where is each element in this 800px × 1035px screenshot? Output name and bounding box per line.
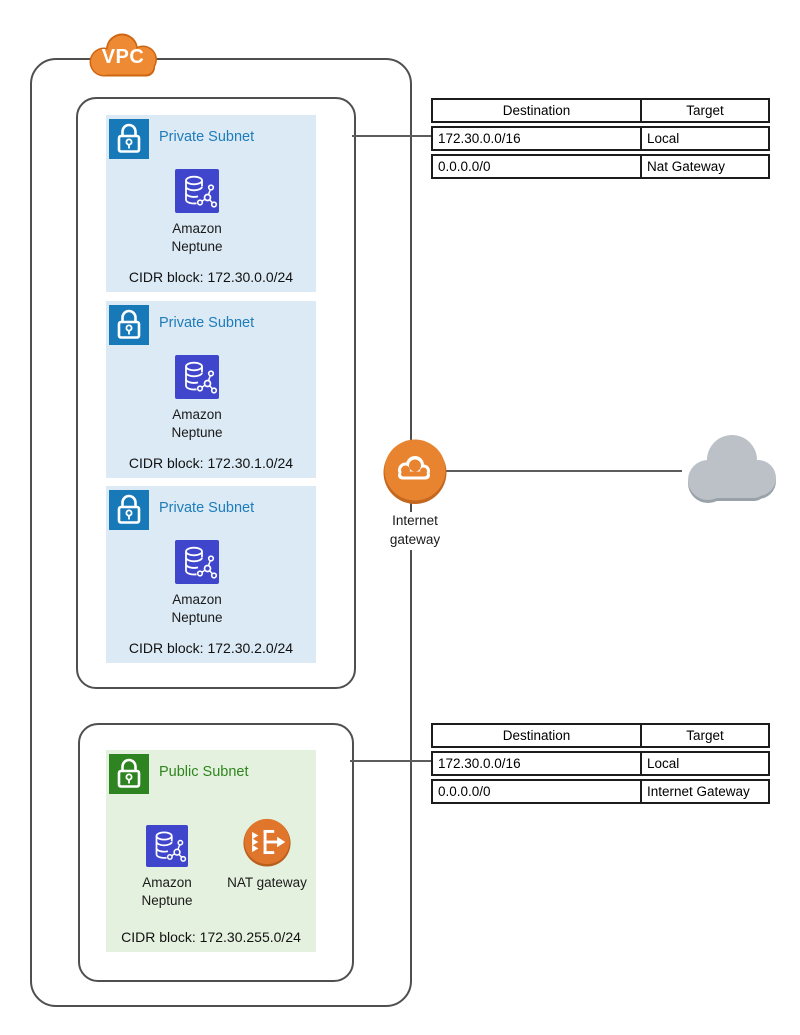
service-label: Amazon Neptune	[171, 592, 223, 625]
internet-gateway-node: Internet gateway	[369, 438, 461, 550]
internet-cloud-icon	[678, 433, 782, 515]
private-subnet-card-1: Private Subnet Amazon Neptune CIDR block…	[106, 115, 316, 292]
route-table-row: 0.0.0.0/0 Nat Gateway	[431, 154, 770, 179]
public-subnet-lock-icon	[109, 754, 149, 794]
subnet-title: Private Subnet	[159, 315, 255, 331]
route-target: Nat Gateway	[647, 159, 726, 174]
service-label: Amazon Neptune	[141, 875, 193, 908]
route-table-private: Destination Target 172.30.0.0/16 Local 0…	[431, 98, 770, 179]
subnet-cidr: CIDR block: 172.30.255.0/24	[121, 929, 301, 945]
connector-public-to-route-table	[350, 760, 431, 762]
amazon-neptune-icon	[146, 825, 188, 867]
private-subnet-lock-icon	[109, 119, 149, 159]
subnet-cidr: CIDR block: 172.30.0.0/24	[128, 269, 294, 285]
route-target: Internet Gateway	[647, 784, 750, 799]
subnet-cidr: CIDR block: 172.30.1.0/24	[128, 455, 294, 471]
subnet-cidr: CIDR block: 172.30.2.0/24	[128, 640, 294, 656]
route-table-row: 172.30.0.0/16 Local	[431, 751, 770, 776]
private-subnet-card-2: Private Subnet Amazon Neptune CIDR block…	[106, 301, 316, 478]
service-label: NAT gateway	[227, 875, 307, 890]
internet-gateway-label: Internet gateway	[369, 512, 461, 550]
public-subnet-card: Public Subnet Amazon Neptune NAT gateway…	[106, 750, 316, 952]
private-subnets-group: Private Subnet Amazon Neptune CIDR block…	[76, 97, 356, 689]
amazon-neptune-icon	[175, 169, 219, 213]
route-destination: 0.0.0.0/0	[433, 781, 642, 802]
route-target: Local	[647, 131, 680, 146]
public-subnet-group: Public Subnet Amazon Neptune NAT gateway…	[78, 723, 354, 982]
amazon-neptune-icon	[175, 355, 219, 399]
private-subnet-lock-icon	[109, 490, 149, 530]
route-target: Local	[647, 756, 680, 771]
vpc-icon: VPC	[85, 30, 161, 82]
amazon-neptune-icon	[175, 540, 219, 584]
route-table-header-row: Destination Target	[431, 98, 770, 123]
vpc-label: VPC	[101, 45, 145, 68]
connector-private-to-route-table	[352, 135, 431, 137]
connector-igw-to-internet	[446, 470, 682, 472]
service-label: Amazon Neptune	[171, 407, 223, 440]
route-table-row: 0.0.0.0/0 Internet Gateway	[431, 779, 770, 804]
subnet-title: Public Subnet	[159, 764, 249, 780]
route-table-header-destination: Destination	[433, 725, 642, 746]
subnet-title: Private Subnet	[159, 500, 255, 516]
route-table-row: 172.30.0.0/16 Local	[431, 126, 770, 151]
route-table-public: Destination Target 172.30.0.0/16 Local 0…	[431, 723, 770, 804]
service-label: Amazon Neptune	[171, 221, 223, 254]
internet-gateway-icon	[382, 438, 448, 504]
subnet-title: Private Subnet	[159, 129, 255, 145]
route-table-header-target: Target	[686, 728, 724, 743]
route-table-header-row: Destination Target	[431, 723, 770, 748]
route-destination: 0.0.0.0/0	[433, 156, 642, 177]
route-destination: 172.30.0.0/16	[433, 753, 642, 774]
route-table-header-target: Target	[686, 103, 724, 118]
route-destination: 172.30.0.0/16	[433, 128, 642, 149]
nat-gateway-icon	[242, 817, 292, 867]
route-table-header-destination: Destination	[433, 100, 642, 121]
private-subnet-lock-icon	[109, 305, 149, 345]
private-subnet-card-3: Private Subnet Amazon Neptune CIDR block…	[106, 486, 316, 663]
